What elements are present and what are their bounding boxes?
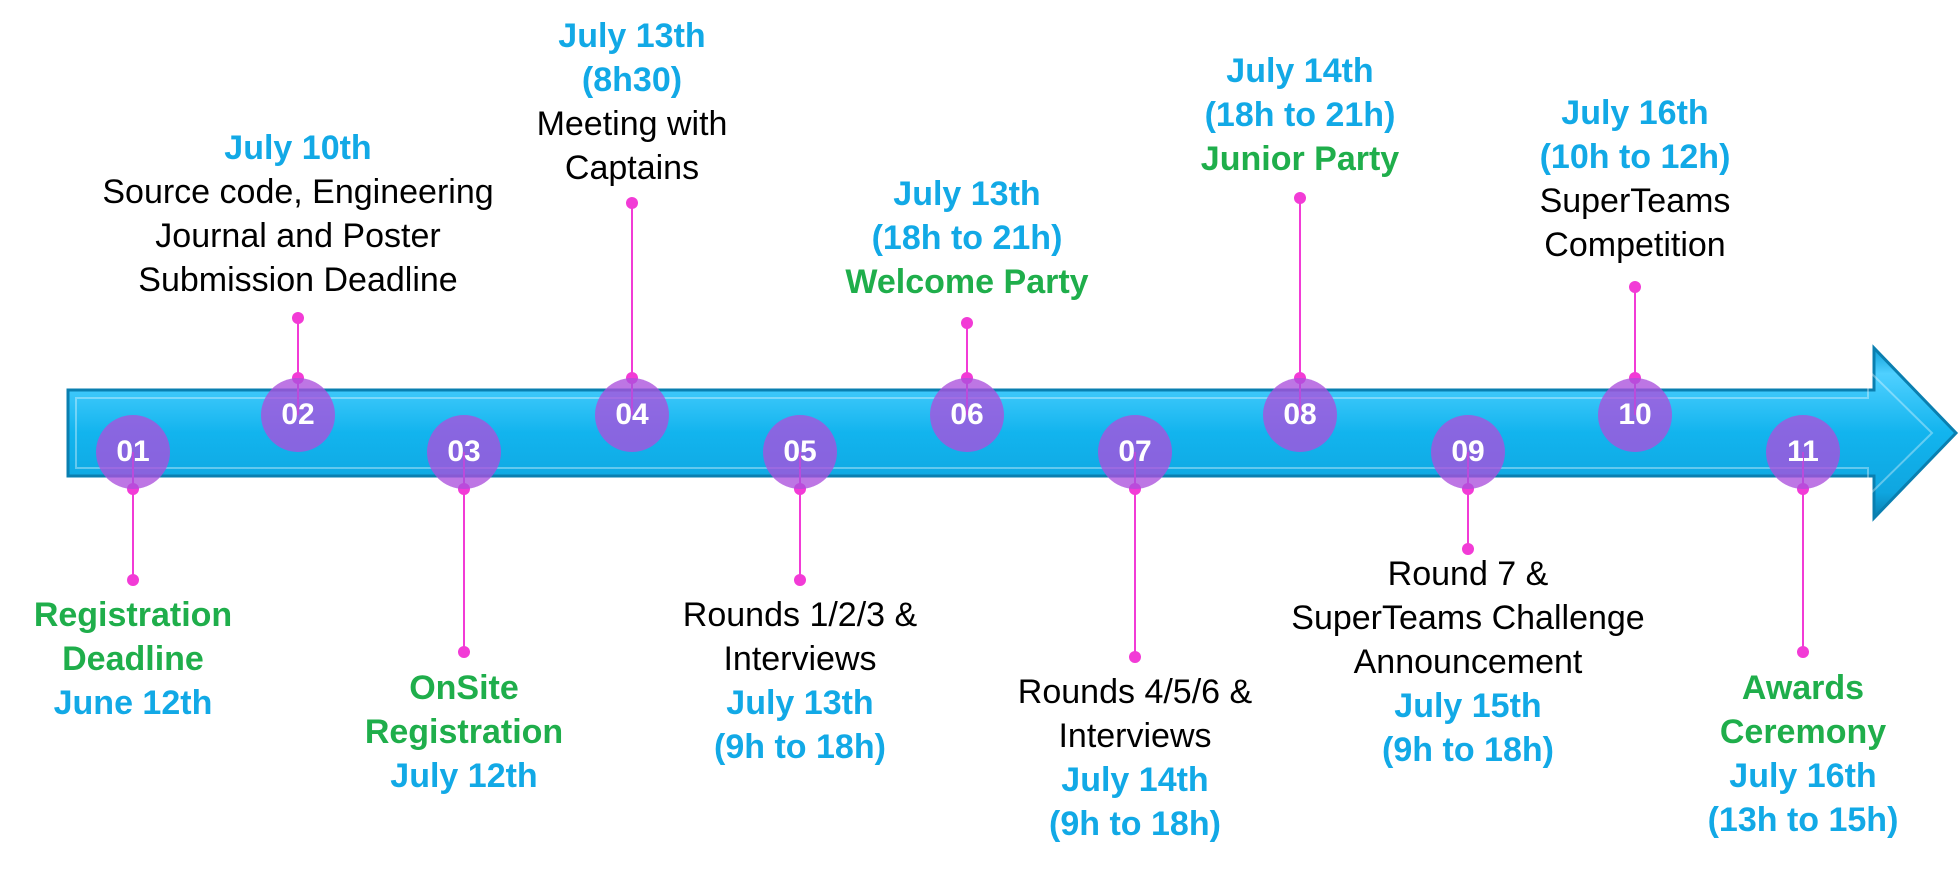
milestone-08-line-3: Junior Party	[1200, 140, 1400, 178]
connector-line-09	[1467, 452, 1469, 549]
milestone-circle-07: 07	[1098, 415, 1172, 489]
milestone-11-line-3: July 16th	[1729, 757, 1877, 795]
milestone-09-line-4: July 15th	[1394, 687, 1542, 725]
end-dot-10	[1629, 281, 1641, 293]
end-dot-03	[458, 646, 470, 658]
end-dot-02	[292, 312, 304, 324]
connector-line-06	[966, 323, 968, 415]
end-dot-08	[1294, 192, 1306, 204]
milestone-05-line-2: Interviews	[723, 640, 877, 678]
milestone-label-08: July 14th (18h to 21h) Junior Party	[1201, 49, 1399, 181]
milestone-circle-09: 09	[1431, 415, 1505, 489]
milestone-01-line-3: June 12th	[53, 684, 213, 722]
milestone-01-line-1: Registration	[33, 596, 233, 634]
connector-line-07	[1134, 452, 1136, 657]
connector-line-05	[799, 452, 801, 580]
connector-line-02	[297, 318, 299, 415]
milestone-09-line-5: (9h to 18h)	[1382, 731, 1554, 769]
milestone-04-line-4: Captains	[564, 149, 700, 187]
milestone-circle-11: 11	[1766, 415, 1840, 489]
connector-line-04	[631, 203, 633, 415]
milestone-08-line-2: (18h to 21h)	[1204, 96, 1396, 134]
milestone-11-line-2: Ceremony	[1719, 713, 1887, 751]
milestone-circle-08: 08	[1263, 378, 1337, 452]
milestone-02-line-4: Submission Deadline	[138, 261, 458, 299]
end-dot-04	[626, 197, 638, 209]
milestone-03-line-1: OnSite	[409, 669, 519, 707]
milestone-03-line-2: Registration	[364, 713, 564, 751]
milestone-07-line-3: July 14th	[1061, 761, 1209, 799]
milestone-05-line-1: Rounds 1/2/3 &	[682, 596, 918, 634]
milestone-07-line-1: Rounds 4/5/6 &	[1017, 673, 1253, 711]
milestone-02-line-2: Source code, Engineering	[102, 173, 494, 211]
milestone-10-line-1: July 16th	[1561, 94, 1709, 132]
milestone-10-line-3: SuperTeams	[1539, 182, 1731, 220]
milestone-02-line-3: Journal and Poster	[155, 217, 441, 255]
milestone-09-line-1: Round 7 &	[1387, 555, 1549, 593]
milestone-07-line-2: Interviews	[1058, 717, 1212, 755]
end-dot-05	[794, 574, 806, 586]
milestone-06-line-1: July 13th	[893, 175, 1041, 213]
end-dot-01	[127, 574, 139, 586]
milestone-05-line-4: (9h to 18h)	[714, 728, 886, 766]
milestone-02-line-1: July 10th	[224, 129, 372, 167]
milestone-07-line-4: (9h to 18h)	[1049, 805, 1221, 843]
milestone-circle-02: 02	[261, 378, 335, 452]
connector-line-01	[132, 452, 134, 580]
milestone-08-line-1: July 14th	[1226, 52, 1374, 90]
milestone-circle-03: 03	[427, 415, 501, 489]
milestone-03-line-3: July 12th	[390, 757, 538, 795]
milestone-09-line-2: SuperTeams Challenge	[1291, 599, 1645, 637]
milestone-01-line-2: Deadline	[62, 640, 204, 678]
connector-line-08	[1299, 198, 1301, 415]
milestone-06-line-2: (18h to 21h)	[871, 219, 1063, 257]
milestone-11-line-4: (13h to 15h)	[1707, 801, 1899, 839]
milestone-11-line-1: Awards	[1741, 669, 1865, 707]
milestone-04-line-2: (8h30)	[581, 61, 683, 99]
end-dot-06	[961, 317, 973, 329]
end-dot-07	[1129, 651, 1141, 663]
milestone-circle-01: 01	[96, 415, 170, 489]
connector-line-10	[1634, 287, 1636, 415]
milestone-04-line-1: July 13th	[558, 17, 706, 55]
milestone-circle-06: 06	[930, 378, 1004, 452]
end-dot-11	[1797, 646, 1809, 658]
milestone-06-line-3: Welcome Party	[845, 263, 1089, 301]
milestone-05-line-3: July 13th	[726, 684, 874, 722]
milestone-04-line-3: Meeting with	[536, 105, 728, 143]
milestone-circle-05: 05	[763, 415, 837, 489]
milestone-10-line-4: Competition	[1544, 226, 1726, 264]
milestone-label-06: July 13th (18h to 21h) Welcome Party	[845, 172, 1088, 304]
end-dot-09	[1462, 543, 1474, 555]
milestone-circle-04: 04	[595, 378, 669, 452]
connector-line-11	[1802, 452, 1804, 652]
milestone-10-line-2: (10h to 12h)	[1539, 138, 1731, 176]
milestone-circle-10: 10	[1598, 378, 1672, 452]
connector-line-03	[463, 452, 465, 652]
milestone-09-line-3: Announcement	[1353, 643, 1583, 681]
